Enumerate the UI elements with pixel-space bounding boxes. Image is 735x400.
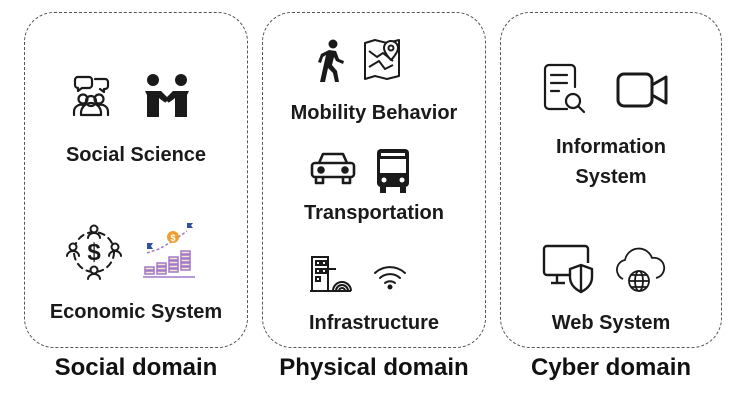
wifi-icon (373, 263, 407, 291)
coin-growth-chart-icon: $ (141, 223, 199, 281)
map-pin-icon (361, 37, 407, 83)
title-physical-domain: Physical domain (279, 354, 469, 381)
title-cyber-domain: Cyber domain (530, 354, 692, 381)
label-mobility-behavior: Mobility Behavior (290, 102, 458, 124)
video-camera-icon (615, 71, 671, 109)
label-social-science: Social Science (65, 144, 207, 166)
label-web-system: Web System (551, 312, 671, 334)
svg-text:$: $ (87, 239, 101, 266)
building-icon (309, 253, 352, 293)
title-social-domain: Social domain (54, 354, 218, 381)
label-infrastructure: Infrastructure (308, 312, 440, 334)
label-transportation: Transportation (303, 202, 444, 224)
bus-icon (375, 147, 411, 195)
people-group-icon (69, 73, 113, 117)
walking-person-icon (315, 39, 347, 83)
svg-text:$: $ (170, 233, 175, 243)
handshake-icon (143, 73, 191, 119)
physical-domain-panel: Mobility Behavior Transportation (262, 12, 486, 348)
label-information-system-line1: Information (556, 136, 666, 158)
label-economic-system: Economic System (49, 301, 223, 323)
document-search-icon (541, 63, 587, 115)
label-information-system-line2: System (575, 166, 647, 188)
money-network-icon: $ (65, 223, 123, 281)
cloud-globe-icon (609, 245, 669, 295)
cyber-domain-panel: Information System Web System (500, 12, 722, 348)
social-domain-panel: Social Science $ $ Economic Syste (24, 12, 248, 348)
car-icon (309, 149, 357, 189)
monitor-shield-icon (541, 243, 595, 295)
